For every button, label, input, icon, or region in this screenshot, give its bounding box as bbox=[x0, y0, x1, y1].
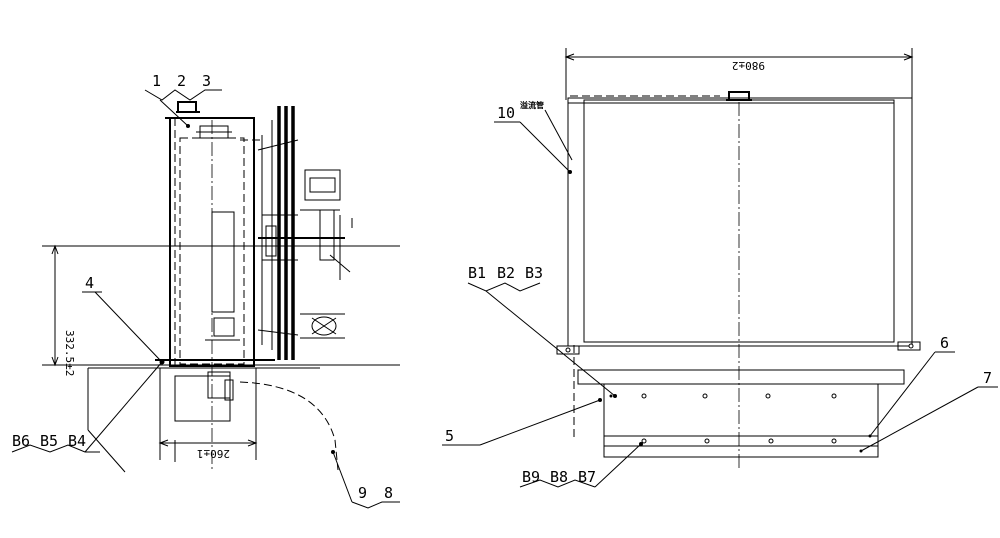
dim-width-text: 260±1 bbox=[197, 447, 230, 460]
label-b3: B3 bbox=[525, 264, 543, 282]
side-tank-body bbox=[165, 101, 262, 470]
label-2: 2 bbox=[177, 72, 186, 90]
overflow-note: 溢流管 bbox=[520, 100, 544, 110]
dim-height-left: 332.5±2 bbox=[51, 244, 76, 376]
dim-width-right: 980±2 bbox=[564, 48, 914, 100]
side-view: 332.5±2 260±1 1 2 3 4 B6 B5 B4 bbox=[11, 72, 400, 509]
front-frame bbox=[556, 91, 921, 470]
label-9: 9 bbox=[358, 484, 367, 502]
label-b9: B9 bbox=[522, 468, 540, 486]
label-1: 1 bbox=[152, 72, 161, 90]
label-b4: B4 bbox=[68, 432, 86, 450]
label-10: 10 bbox=[497, 104, 515, 122]
side-base bbox=[87, 359, 339, 471]
label-b2: B2 bbox=[497, 264, 515, 282]
label-3: 3 bbox=[202, 72, 211, 90]
label-4: 4 bbox=[85, 274, 94, 292]
label-b7: B7 bbox=[578, 468, 596, 486]
side-labels: 1 2 3 4 B6 B5 B4 9 8 bbox=[11, 72, 400, 509]
label-b1: B1 bbox=[468, 264, 486, 282]
dim-height-text: 332.5±2 bbox=[63, 330, 76, 376]
label-8: 8 bbox=[384, 484, 393, 502]
label-b5: B5 bbox=[40, 432, 58, 450]
label-5: 5 bbox=[445, 427, 454, 445]
label-b6: B6 bbox=[12, 432, 30, 450]
label-b8: B8 bbox=[550, 468, 568, 486]
fan-assembly bbox=[257, 106, 353, 360]
front-labels: 10 溢流管 B1 B2 B3 5 B9 B8 B7 6 7 bbox=[442, 100, 998, 488]
dim-width-right-text: 980±2 bbox=[732, 59, 765, 72]
label-6: 6 bbox=[940, 334, 949, 352]
front-view: 980±2 bbox=[442, 48, 998, 488]
front-base bbox=[577, 369, 905, 458]
label-7: 7 bbox=[983, 369, 992, 387]
dim-width-left: 260±1 bbox=[158, 439, 258, 460]
